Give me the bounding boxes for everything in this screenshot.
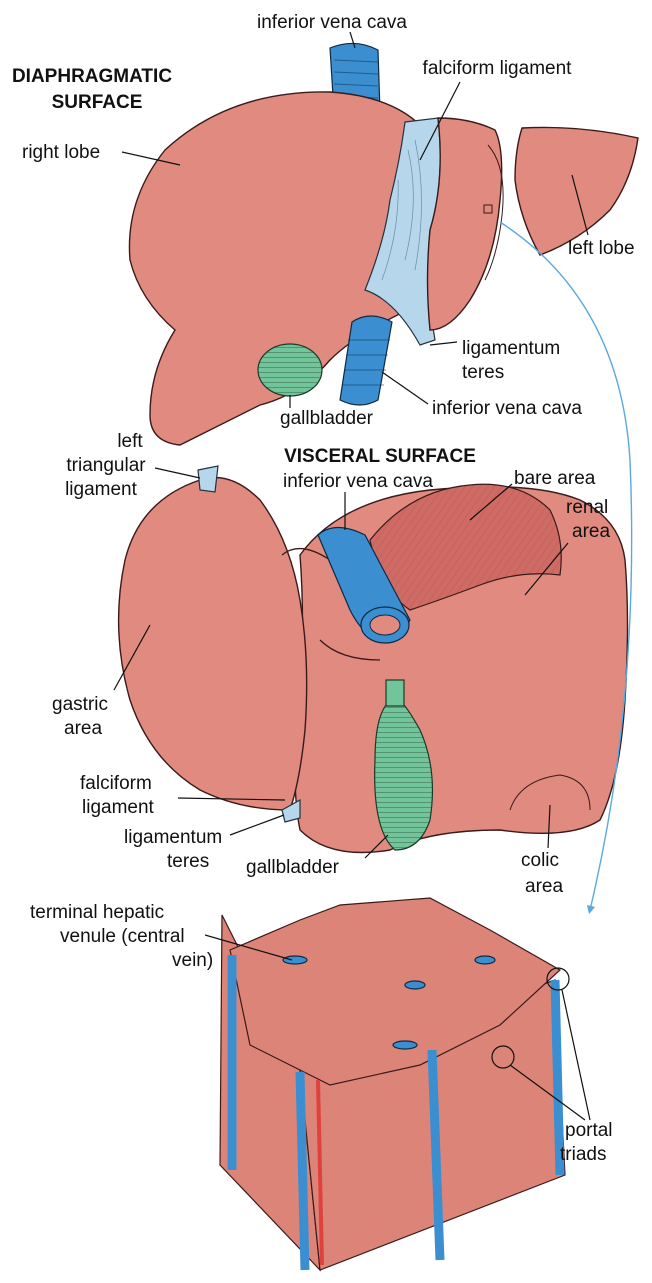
label-portal-2: triads	[560, 1144, 606, 1165]
label-left-lobe: left lobe	[568, 238, 635, 259]
label-central-vein-1: terminal hepatic	[30, 902, 164, 923]
heading-diaphragmatic-1: DIAPHRAGMATIC	[12, 66, 172, 87]
central-vein	[393, 1041, 417, 1049]
label-gastric-2: area	[64, 718, 102, 739]
label-lig-teres-v-1: ligamentum	[124, 827, 222, 848]
heading-visceral: VISCERAL SURFACE	[284, 446, 476, 467]
label-gallbladder-top: gallbladder	[280, 408, 374, 429]
label-left-tri-2: triangular	[66, 455, 146, 476]
label-falciform-v-1: falciform	[80, 773, 152, 794]
label-gastric-1: gastric	[52, 694, 108, 715]
label-falciform-top: falciform ligament	[423, 58, 573, 79]
central-vein	[475, 956, 495, 964]
label-renal-1: renal	[566, 497, 608, 518]
left-triangular-ligament-shape	[198, 466, 218, 492]
label-lig-teres-top-1: ligamentum	[462, 338, 560, 359]
visceral-surface-figure	[119, 466, 628, 853]
label-left-tri-3: ligament	[65, 479, 138, 500]
label-renal-2: area	[572, 521, 610, 542]
label-ivc-visceral: inferior vena cava	[283, 471, 433, 492]
label-left-tri-1: left	[117, 431, 143, 452]
diaphragmatic-surface-figure	[129, 43, 638, 445]
label-central-vein-3: vein)	[172, 950, 213, 971]
label-falciform-v-2: ligament	[82, 797, 155, 818]
label-right-lobe: right lobe	[22, 142, 100, 163]
central-vein	[405, 981, 425, 989]
central-vein	[283, 956, 307, 964]
label-gallbladder-v: gallbladder	[246, 857, 340, 878]
label-lig-teres-top-2: teres	[462, 362, 504, 383]
label-bare-area: bare area	[514, 468, 596, 489]
label-colic-2: area	[525, 876, 563, 897]
visceral-left-shape	[119, 478, 307, 811]
label-colic-1: colic	[521, 850, 559, 871]
label-central-vein-2: venule (central	[60, 926, 185, 947]
heading-diaphragmatic-2: SURFACE	[52, 92, 143, 113]
label-ivc-mid: inferior vena cava	[432, 398, 582, 419]
label-ivc-top: inferior vena cava	[257, 12, 407, 33]
label-portal-1: portal	[565, 1120, 613, 1141]
label-lig-teres-v-2: teres	[167, 851, 209, 872]
